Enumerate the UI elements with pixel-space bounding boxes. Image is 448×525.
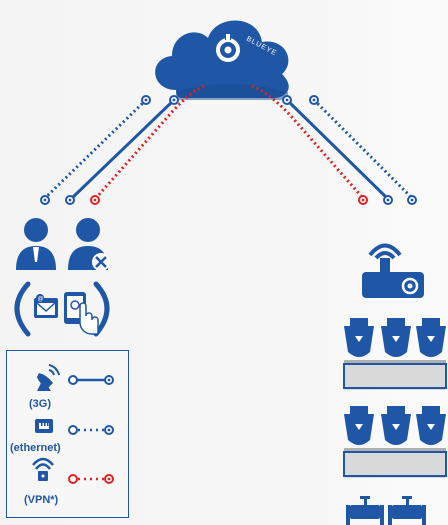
legend-box: (3G) (ethernet) (VPN*) xyxy=(6,350,129,518)
svg-text:@: @ xyxy=(38,297,44,303)
technician-icon xyxy=(68,218,110,271)
user-icon xyxy=(16,218,56,270)
user-actions-group xyxy=(14,281,110,337)
cloud-icon xyxy=(155,20,289,100)
ethernet-port-icon xyxy=(35,419,53,433)
legend-label-3g: (3G) xyxy=(29,398,51,410)
valve-icon xyxy=(346,496,426,525)
legend-line-ethernet xyxy=(68,425,114,435)
satellite-dish-icon xyxy=(37,364,60,391)
legend-label-vpn: (VPN*) xyxy=(24,494,59,506)
router-icon xyxy=(362,243,424,298)
connection-nodes xyxy=(40,95,417,205)
legend-graphics xyxy=(32,364,114,484)
touch-device-icon xyxy=(64,292,99,335)
right-connections xyxy=(251,84,414,200)
tank-rack-upper xyxy=(343,318,447,390)
legend-label-ethernet: (ethernet) xyxy=(10,442,61,454)
email-icon: @ xyxy=(34,294,58,318)
left-connections xyxy=(43,84,205,200)
legend-line-vpn xyxy=(68,474,114,484)
wifi-lock-icon xyxy=(32,457,54,481)
tank-rack-lower xyxy=(343,406,447,478)
legend-line-3g xyxy=(68,375,114,385)
